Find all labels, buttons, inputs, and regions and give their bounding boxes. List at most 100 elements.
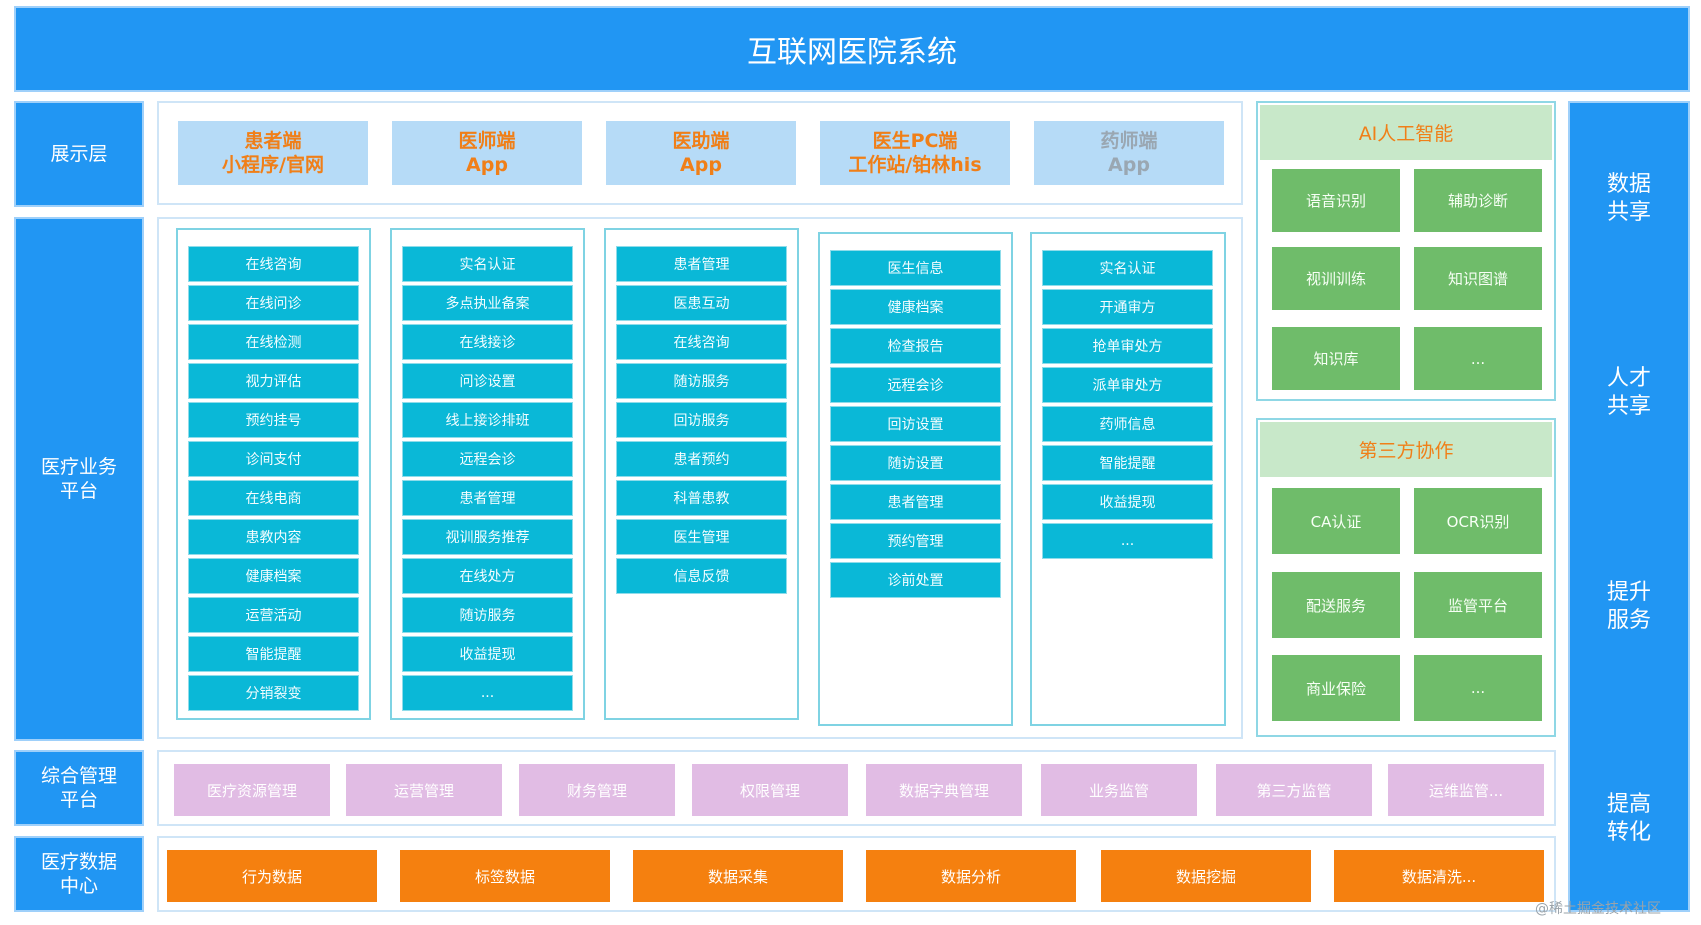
feature-cell: 实名认证 — [402, 246, 573, 282]
feature-cell: 收益提现 — [402, 636, 573, 672]
layer-label-display: 展示层 — [14, 101, 144, 207]
app-doctor-pc: 医生PC端 工作站/铂林his — [820, 121, 1010, 185]
app-assistant-line2: App — [680, 154, 722, 176]
feature-cell: 远程会诊 — [830, 367, 1001, 403]
feature-cell: 分销裂变 — [188, 675, 359, 711]
data-item: 行为数据 — [167, 850, 377, 902]
feature-cell: 随访服务 — [616, 363, 787, 399]
feature-cell: 诊间支付 — [188, 441, 359, 477]
data-item: 标签数据 — [400, 850, 610, 902]
feature-cell: 患教内容 — [188, 519, 359, 555]
ai-item: 视训训练 — [1272, 247, 1400, 310]
feature-cell: 开通审方 — [1042, 289, 1213, 325]
management-item: 医疗资源管理 — [174, 764, 330, 816]
feature-cell: 问诊设置 — [402, 363, 573, 399]
feature-cell: 在线咨询 — [616, 324, 787, 360]
feature-cell: 智能提醒 — [188, 636, 359, 672]
app-assistant-line1: 医助端 — [672, 130, 730, 152]
third-party-panel: 第三方协作 CA认证 OCR识别 配送服务 监管平台 商业保险 ... — [1256, 418, 1556, 737]
feature-cell: 信息反馈 — [616, 558, 787, 594]
management-item: 财务管理 — [519, 764, 675, 816]
third-party-item: 配送服务 — [1272, 572, 1400, 638]
feature-cell: 在线问诊 — [188, 285, 359, 321]
feature-cell: 药师信息 — [1042, 406, 1213, 442]
feature-cell: 预约挂号 — [188, 402, 359, 438]
feature-cell: 在线检测 — [188, 324, 359, 360]
ai-item: 辅助诊断 — [1414, 169, 1542, 232]
management-layer-box: 医疗资源管理 运营管理 财务管理 权限管理 数据字典管理 业务监管 第三方监管 … — [157, 750, 1556, 826]
feature-cell: 健康档案 — [188, 558, 359, 594]
feature-column-doctor-pc: 医生信息 健康档案 检查报告 远程会诊 回访设置 随访设置 患者管理 预约管理 … — [818, 232, 1013, 726]
feature-cell: 多点执业备案 — [402, 285, 573, 321]
benefit-talent-sharing: 人才 共享 — [1606, 366, 1651, 419]
feature-column-assistant: 患者管理 医患互动 在线咨询 随访服务 回访服务 患者预约 科普患教 医生管理 … — [604, 228, 799, 720]
feature-cell: 运营活动 — [188, 597, 359, 633]
page-title: 互联网医院系统 — [14, 6, 1690, 92]
feature-cell: 随访服务 — [402, 597, 573, 633]
management-item: 第三方监管 — [1216, 764, 1372, 816]
benefit-improve-service: 提升 服务 — [1606, 580, 1651, 633]
feature-cell: 在线接诊 — [402, 324, 573, 360]
third-party-title: 第三方协作 — [1260, 422, 1552, 477]
feature-cell: 随访设置 — [830, 445, 1001, 481]
feature-cell: ... — [402, 675, 573, 711]
app-pharmacist: 药师端 App — [1034, 121, 1224, 185]
app-physician-line2: App — [466, 154, 508, 176]
data-item: 数据清洗... — [1334, 850, 1544, 902]
data-center-layer-box: 行为数据 标签数据 数据采集 数据分析 数据挖掘 数据清洗... — [157, 836, 1556, 912]
benefit-improve-conversion: 提高 转化 — [1606, 792, 1651, 845]
feature-column-patient: 在线咨询 在线问诊 在线检测 视力评估 预约挂号 诊间支付 在线电商 患教内容 … — [176, 228, 371, 720]
display-layer-box: 患者端 小程序/官网 医师端 App 医助端 App 医生PC端 工作站/铂林h… — [157, 101, 1243, 205]
feature-cell: 在线电商 — [188, 480, 359, 516]
feature-cell: 医生管理 — [616, 519, 787, 555]
feature-cell: 收益提现 — [1042, 484, 1213, 520]
feature-cell: 患者管理 — [402, 480, 573, 516]
management-item: 运维监管... — [1388, 764, 1544, 816]
management-item: 业务监管 — [1041, 764, 1197, 816]
app-pharmacist-line1: 药师端 — [1100, 130, 1158, 152]
app-physician: 医师端 App — [392, 121, 582, 185]
feature-cell: 患者管理 — [616, 246, 787, 282]
app-patient-line2: 小程序/官网 — [222, 154, 324, 176]
benefit-data-sharing: 数据 共享 — [1606, 172, 1651, 225]
feature-cell: 视训服务推荐 — [402, 519, 573, 555]
data-item: 数据采集 — [633, 850, 843, 902]
app-doctor-pc-line1: 医生PC端 — [872, 130, 958, 152]
app-assistant: 医助端 App — [606, 121, 796, 185]
feature-column-physician: 实名认证 多点执业备案 在线接诊 问诊设置 线上接诊排班 远程会诊 患者管理 视… — [390, 228, 585, 720]
feature-cell: 诊前处置 — [830, 562, 1001, 598]
feature-cell: 在线处方 — [402, 558, 573, 594]
feature-cell: 患者管理 — [830, 484, 1001, 520]
feature-cell: 科普患教 — [616, 480, 787, 516]
management-item: 运营管理 — [346, 764, 502, 816]
ai-panel-title: AI人工智能 — [1260, 105, 1552, 160]
ai-item: 知识库 — [1272, 327, 1400, 390]
layer-label-data-center: 医疗数据 中心 — [14, 836, 144, 912]
ai-item: ... — [1414, 327, 1542, 390]
third-party-item: CA认证 — [1272, 488, 1400, 554]
feature-cell: 派单审处方 — [1042, 367, 1213, 403]
feature-cell: 检查报告 — [830, 328, 1001, 364]
layer-label-medical-business: 医疗业务 平台 — [14, 217, 144, 741]
feature-cell: 回访设置 — [830, 406, 1001, 442]
feature-cell: 回访服务 — [616, 402, 787, 438]
feature-cell: 远程会诊 — [402, 441, 573, 477]
feature-cell: 医患互动 — [616, 285, 787, 321]
feature-cell: 预约管理 — [830, 523, 1001, 559]
app-doctor-pc-line2: 工作站/铂林his — [848, 154, 982, 176]
feature-cell: 抢单审处方 — [1042, 328, 1213, 364]
feature-cell: ... — [1042, 523, 1213, 559]
third-party-item: OCR识别 — [1414, 488, 1542, 554]
ai-item: 语音识别 — [1272, 169, 1400, 232]
feature-cell: 医生信息 — [830, 250, 1001, 286]
app-patient-line1: 患者端 — [244, 130, 302, 152]
feature-cell: 在线咨询 — [188, 246, 359, 282]
app-pharmacist-line2: App — [1108, 154, 1150, 176]
management-item: 数据字典管理 — [866, 764, 1022, 816]
third-party-item: ... — [1414, 655, 1542, 721]
right-benefits-panel: 数据 共享 人才 共享 提升 服务 提高 转化 — [1568, 101, 1690, 912]
third-party-item: 商业保险 — [1272, 655, 1400, 721]
feature-cell: 线上接诊排班 — [402, 402, 573, 438]
ai-panel: AI人工智能 语音识别 辅助诊断 视训训练 知识图谱 知识库 ... — [1256, 101, 1556, 401]
feature-cell: 视力评估 — [188, 363, 359, 399]
